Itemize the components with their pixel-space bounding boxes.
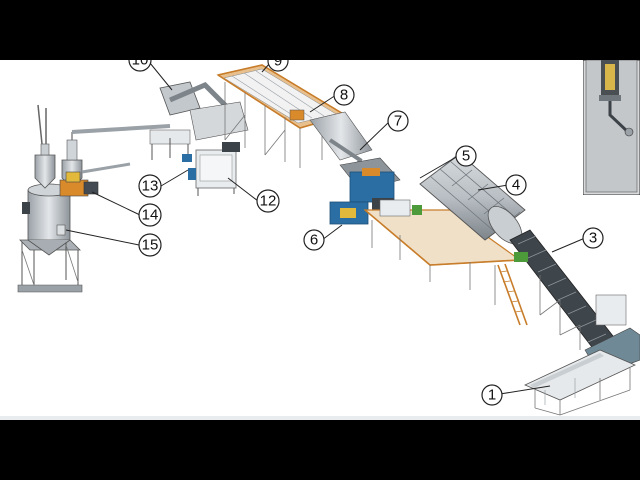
callout-15: 15 <box>65 229 162 257</box>
sheet-bottom-strip <box>0 416 640 420</box>
rotary-drum-screen <box>419 153 526 244</box>
callout-8-label: 8 <box>340 87 348 104</box>
callout-4: 4 <box>477 174 527 196</box>
production-line-diagram: 1 3 4 5 6 <box>0 60 640 420</box>
silo-tower <box>17 104 171 293</box>
callout-6: 6 <box>303 224 343 251</box>
callout-5-label: 5 <box>462 148 470 165</box>
callout-8: 8 <box>309 84 355 113</box>
callout-14-label: 14 <box>142 207 159 224</box>
callout-14: 14 <box>91 191 162 227</box>
callout-10: 10 <box>128 60 173 91</box>
callout-15-label: 15 <box>142 237 159 254</box>
callout-12: 12 <box>227 177 280 213</box>
callout-6-label: 6 <box>310 232 318 249</box>
callout-3: 3 <box>551 227 604 253</box>
infeed-table <box>524 349 636 416</box>
callout-7-label: 7 <box>394 113 402 130</box>
cad-drawing-sheet: 1 3 4 5 6 <box>0 60 640 420</box>
callout-9: 9 <box>261 60 289 73</box>
callout-9-label: 9 <box>274 60 282 70</box>
callout-1: 1 <box>481 384 551 406</box>
inclined-belt-conveyor <box>509 229 640 376</box>
callout-10-label: 10 <box>132 60 149 69</box>
inclined-sorting-platform <box>216 64 373 179</box>
callout-5: 5 <box>419 145 477 179</box>
inset-detail-view <box>583 60 640 195</box>
callout-12-label: 12 <box>260 193 277 210</box>
callout-13-label: 13 <box>142 178 159 195</box>
upper-feed-section <box>149 81 249 196</box>
crusher-unit <box>329 157 401 225</box>
callout-3-label: 3 <box>589 230 597 247</box>
callout-13: 13 <box>138 169 189 198</box>
callout-1-label: 1 <box>488 387 496 404</box>
drum-walkway-platform <box>363 199 528 326</box>
callout-7: 7 <box>359 110 409 151</box>
callout-4-label: 4 <box>512 177 520 194</box>
